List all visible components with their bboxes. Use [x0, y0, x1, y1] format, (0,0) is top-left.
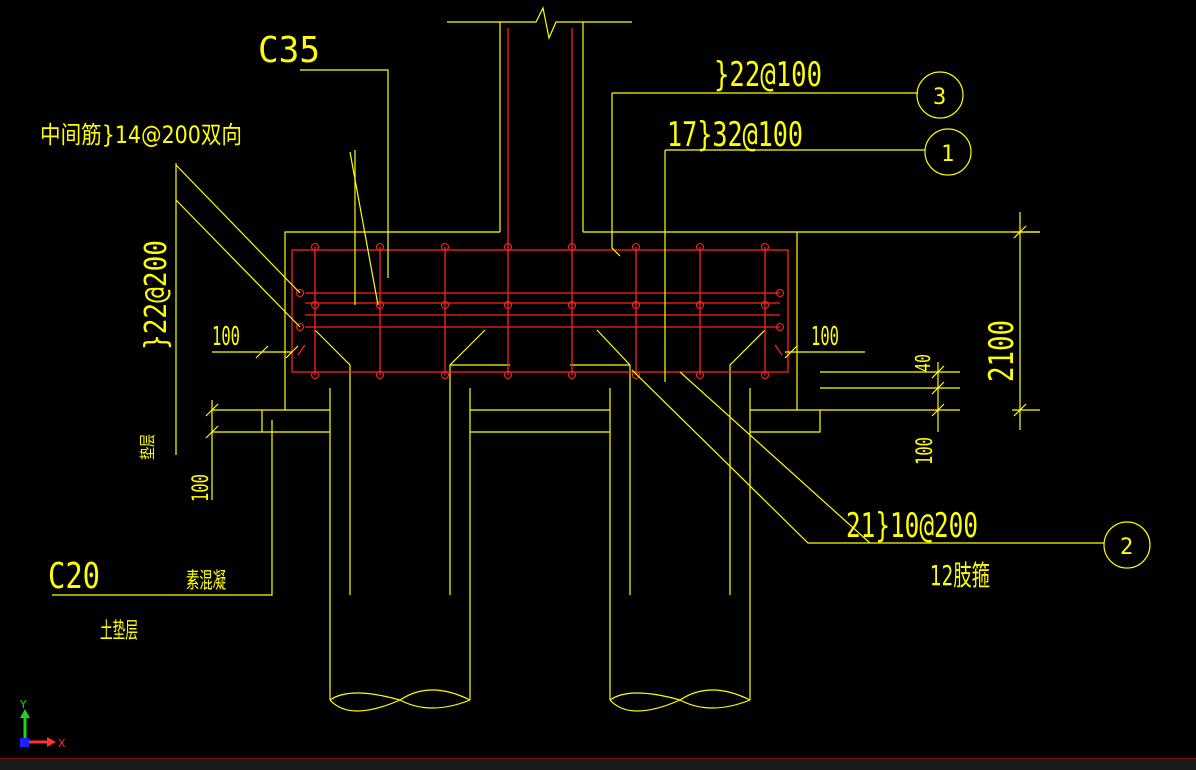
ucs-icon: Y X: [19, 698, 66, 750]
pile-cap-outline: [261, 231, 1040, 433]
label-soil-layer: 土垫层: [100, 619, 138, 644]
dim-bottom-100: 100: [913, 437, 938, 465]
callout-1[interactable]: 1: [924, 128, 972, 176]
dim-left-vertical-100: 100: [189, 474, 214, 502]
dim-2100: 2100: [982, 320, 1022, 382]
label-stirrup-spec: 21}10@200: [846, 506, 978, 546]
label-plain-concrete: 素混凝: [186, 569, 226, 594]
callout-3[interactable]: 3: [916, 71, 964, 119]
rebar-dots: [295, 242, 785, 380]
dimension-lines: [205, 212, 1040, 500]
leader-lines: [52, 69, 1104, 596]
ucs-x-label: X: [58, 737, 66, 750]
label-cushion: 垫层: [138, 434, 157, 460]
label-c35: C35: [258, 30, 320, 71]
rebar-cage: [291, 28, 789, 375]
pile-left: [329, 380, 471, 712]
ucs-y-label: Y: [19, 698, 27, 711]
callout-2[interactable]: 2: [1103, 521, 1151, 569]
pile-right: [609, 380, 751, 712]
dim-right-100: 100: [811, 322, 839, 352]
pile-anchor-bars: [314, 329, 766, 380]
callout-2-text: 2: [1120, 535, 1133, 560]
dim-40: 40: [911, 354, 935, 372]
label-side-bar: }22@200: [139, 240, 174, 350]
label-c20: C20: [48, 556, 100, 597]
bottom-status-strip: [0, 758, 1196, 770]
label-middle-bar: 中间筋}14@200双向: [40, 121, 242, 149]
callout-1-text: 1: [941, 142, 954, 167]
callout-3-text: 3: [933, 85, 946, 110]
column-outline: [447, 6, 632, 232]
dim-left-100: 100: [212, 322, 240, 352]
label-stirrup-legs: 12肢箍: [930, 559, 990, 592]
label-bottom-bar: 17}32@100: [667, 115, 803, 155]
label-top-bar: }22@100: [714, 55, 822, 95]
